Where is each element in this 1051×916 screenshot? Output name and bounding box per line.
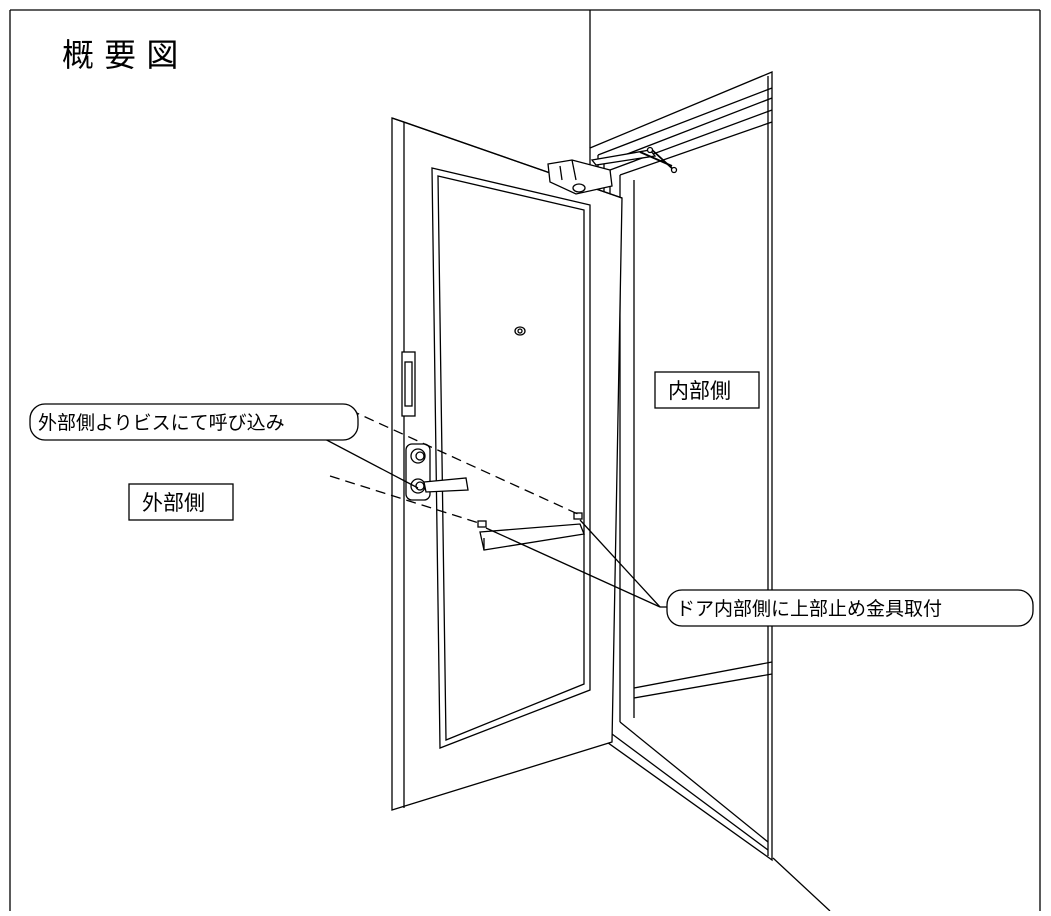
- inside-label: 内部側: [654, 371, 760, 409]
- inside-label-text: 内部側: [668, 379, 731, 403]
- door-viewer-icon: [514, 326, 526, 336]
- stop-bracket-icon: [477, 512, 585, 551]
- bracket-callout-text: ドア内部側に上部止め金具取付: [676, 598, 942, 620]
- mail-slot-icon: [401, 351, 416, 417]
- door-leaf: [391, 117, 623, 811]
- screw-callout: 外部側よりビスにて呼び込み: [29, 403, 359, 441]
- lever-handle-icon: [405, 443, 469, 501]
- drawing-border: [9, 9, 1041, 911]
- outside-label: 外部側: [128, 483, 234, 521]
- bracket-callout: ドア内部側に上部止め金具取付: [660, 589, 1034, 627]
- wall-lines: [589, 10, 831, 912]
- bracket-leader-lines: [485, 519, 661, 608]
- diagram-title: 概 要 図: [62, 36, 178, 74]
- screw-callout-text: 外部側よりビスにて呼び込み: [38, 412, 285, 434]
- outside-label-text: 外部側: [142, 491, 205, 515]
- door-closer-icon: [547, 146, 678, 195]
